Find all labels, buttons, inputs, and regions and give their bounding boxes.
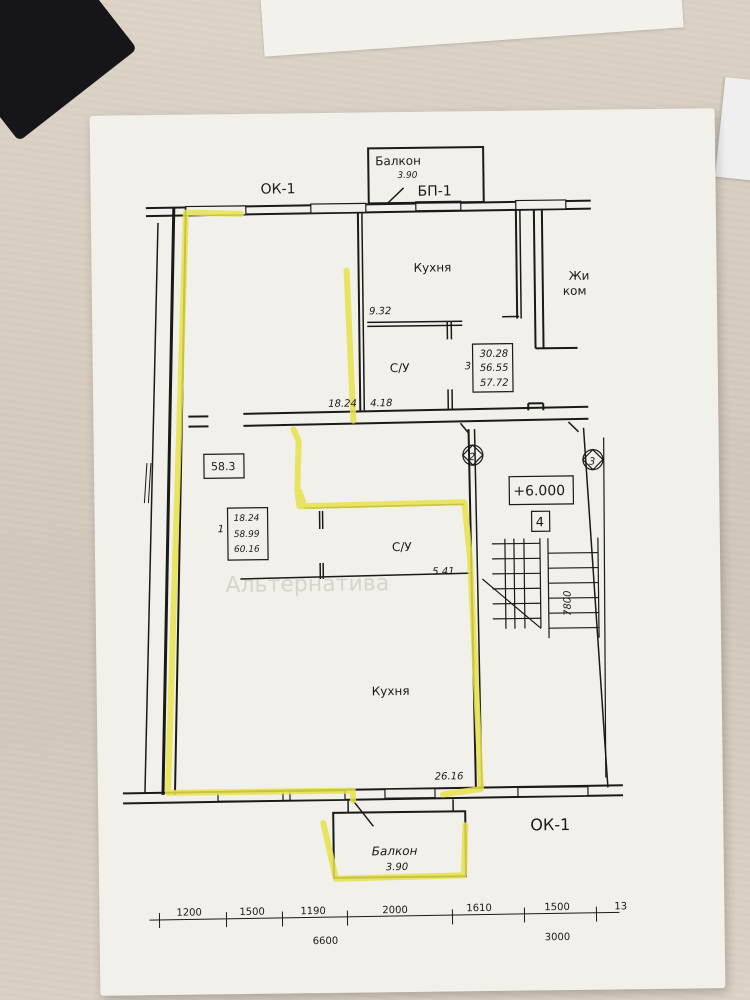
area-26-16: 26.16 xyxy=(435,771,464,782)
apt3-area-1: 30.28 xyxy=(480,349,509,360)
dim-2000: 2000 xyxy=(382,905,408,916)
plan-labels: Балкон 3.90 ОК-1 БП-1 Кухня Жи ком 9.32 … xyxy=(176,154,627,947)
dim-vertical: 7800 xyxy=(563,590,574,616)
apt1-number: 1 xyxy=(218,524,225,535)
area-58-3: 58.3 xyxy=(211,460,236,473)
ok1-bottom-label: ОК-1 xyxy=(530,815,570,834)
walls xyxy=(122,145,624,879)
kitchen-main-label: Кухня xyxy=(372,684,410,698)
dimension-line xyxy=(149,906,620,928)
apt3-number: 3 xyxy=(465,361,472,372)
area-4-18: 4.18 xyxy=(370,398,392,409)
apt3-area-2: 56.55 xyxy=(480,363,509,374)
marker-3: 3 xyxy=(589,457,596,468)
kitchen-top-label: Кухня xyxy=(413,260,451,274)
dim-total-6600: 6600 xyxy=(313,936,339,947)
dim-1200: 1200 xyxy=(176,907,202,918)
dim-total-3000: 3000 xyxy=(545,932,571,943)
apt1-area-3: 60.16 xyxy=(234,545,260,555)
area-5-41: 5.41 xyxy=(432,566,454,577)
staircase xyxy=(481,537,600,639)
dim-1190: 1190 xyxy=(300,906,326,917)
balcony-bottom-area: 3.90 xyxy=(386,862,408,873)
marker-2: 2 xyxy=(469,452,476,463)
balcony-top-area: 3.90 xyxy=(397,171,417,181)
dim-13: 13 xyxy=(614,901,627,912)
dim-1610: 1610 xyxy=(466,903,492,914)
room-partial-label-1: Жи xyxy=(569,269,590,283)
apt1-area-1: 18.24 xyxy=(234,514,260,524)
su-top-label: С/У xyxy=(390,361,411,375)
area-9-32: 9.32 xyxy=(369,306,391,317)
elevation-label: +6.000 xyxy=(513,483,565,500)
su-mid-label: С/У xyxy=(392,540,413,554)
dim-1500-2: 1500 xyxy=(544,902,570,913)
ok1-top-label: ОК-1 xyxy=(260,181,295,197)
apt3-area-3: 57.72 xyxy=(480,378,509,389)
apt1-area-2: 58.99 xyxy=(234,530,260,540)
stair-number: 4 xyxy=(536,515,544,530)
area-18-24: 18.24 xyxy=(328,399,357,410)
room-partial-label-2: ком xyxy=(563,284,587,298)
balcony-top-label: Балкон xyxy=(375,154,421,169)
label-boxes xyxy=(203,343,607,778)
dim-1500: 1500 xyxy=(239,907,265,918)
highlight-path xyxy=(164,209,484,882)
balcony-bottom-label: Балкон xyxy=(372,844,418,859)
bp1-label: БП-1 xyxy=(418,183,452,199)
